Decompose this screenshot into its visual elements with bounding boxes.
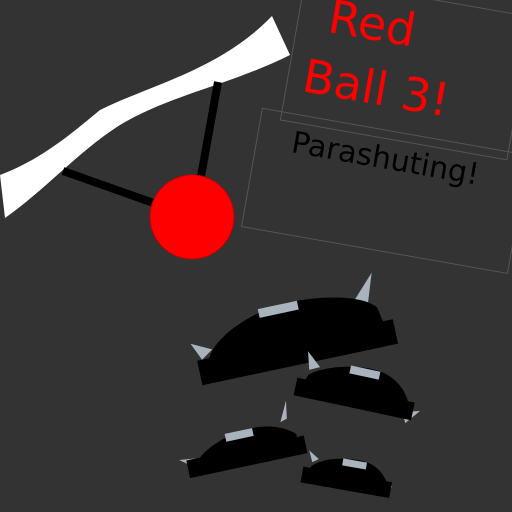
saucer-base — [300, 466, 392, 498]
subtitle-panel-frame — [240, 107, 512, 274]
saucer-base — [293, 377, 415, 421]
saucer-window — [224, 428, 254, 442]
title-line-2: Ball 3! — [299, 49, 454, 128]
saucer-base — [186, 435, 308, 479]
small-spiked-saucer-right — [300, 450, 393, 498]
saucer-window — [342, 458, 368, 470]
title-panel-frame — [279, 0, 512, 161]
spike-icon — [190, 343, 213, 360]
spike-icon — [280, 400, 287, 423]
spike-icon — [308, 351, 321, 370]
subtitle-panel: Parashuting! — [240, 107, 512, 274]
large-spiked-saucer — [190, 272, 399, 386]
subtitle-text: Parashuting! — [289, 125, 482, 192]
parachute-string-right — [196, 81, 222, 183]
red-ball-player[interactable] — [149, 174, 235, 260]
saucer-base — [197, 319, 399, 386]
spike-icon — [309, 450, 319, 463]
parachute-string-left — [61, 167, 167, 211]
white-path — [0, 16, 290, 218]
saucer-window — [349, 365, 381, 380]
saucer-window — [257, 300, 299, 318]
medium-spiked-saucer — [293, 351, 421, 424]
title-line-1: Red — [325, 0, 420, 58]
small-spiked-saucer-left — [179, 400, 308, 479]
